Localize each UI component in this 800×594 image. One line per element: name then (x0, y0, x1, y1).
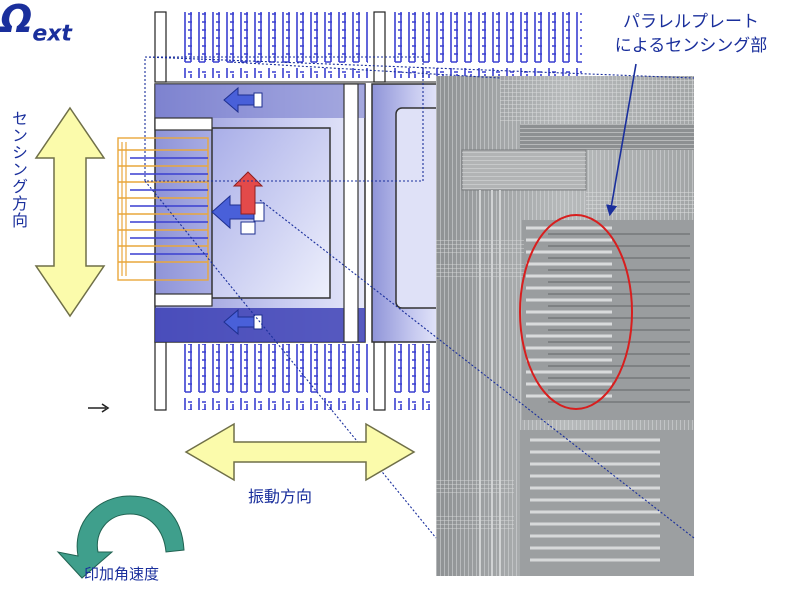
sensing-direction-arrow (34, 106, 106, 318)
bottom-comb-fingers (154, 341, 442, 411)
sensing-direction-label: センシング方向 (9, 110, 28, 229)
sensing-electrodes (117, 137, 209, 281)
callout-line-2: によるセンシング部 (614, 36, 768, 56)
drive-arrows (211, 86, 265, 336)
vector-arrow-icon (88, 403, 110, 413)
callout-line-1: パラレルプレート (623, 12, 759, 32)
sensing-highlight-ellipse (519, 214, 633, 410)
rotation-arrow-icon (56, 495, 185, 579)
sem-image (436, 76, 694, 576)
vibration-direction-arrow (184, 422, 416, 482)
sem-sensing-fingers (522, 220, 694, 420)
applied-angular-rate-label: 印加角速度 (84, 565, 160, 583)
omega-ext-label: Ωext (0, 0, 800, 46)
sem-lower-fingers (520, 430, 694, 576)
second-frame (371, 83, 443, 343)
zoom-guide-lines (144, 56, 695, 539)
callout-arrow (606, 63, 637, 217)
omega-subscript: ext (32, 21, 72, 47)
vibration-direction-label: 振動方向 (248, 487, 313, 506)
sensing-part-callout: パラレルプレート によるセンシング部 (586, 10, 796, 58)
omega-symbol: Ω (0, 0, 33, 41)
